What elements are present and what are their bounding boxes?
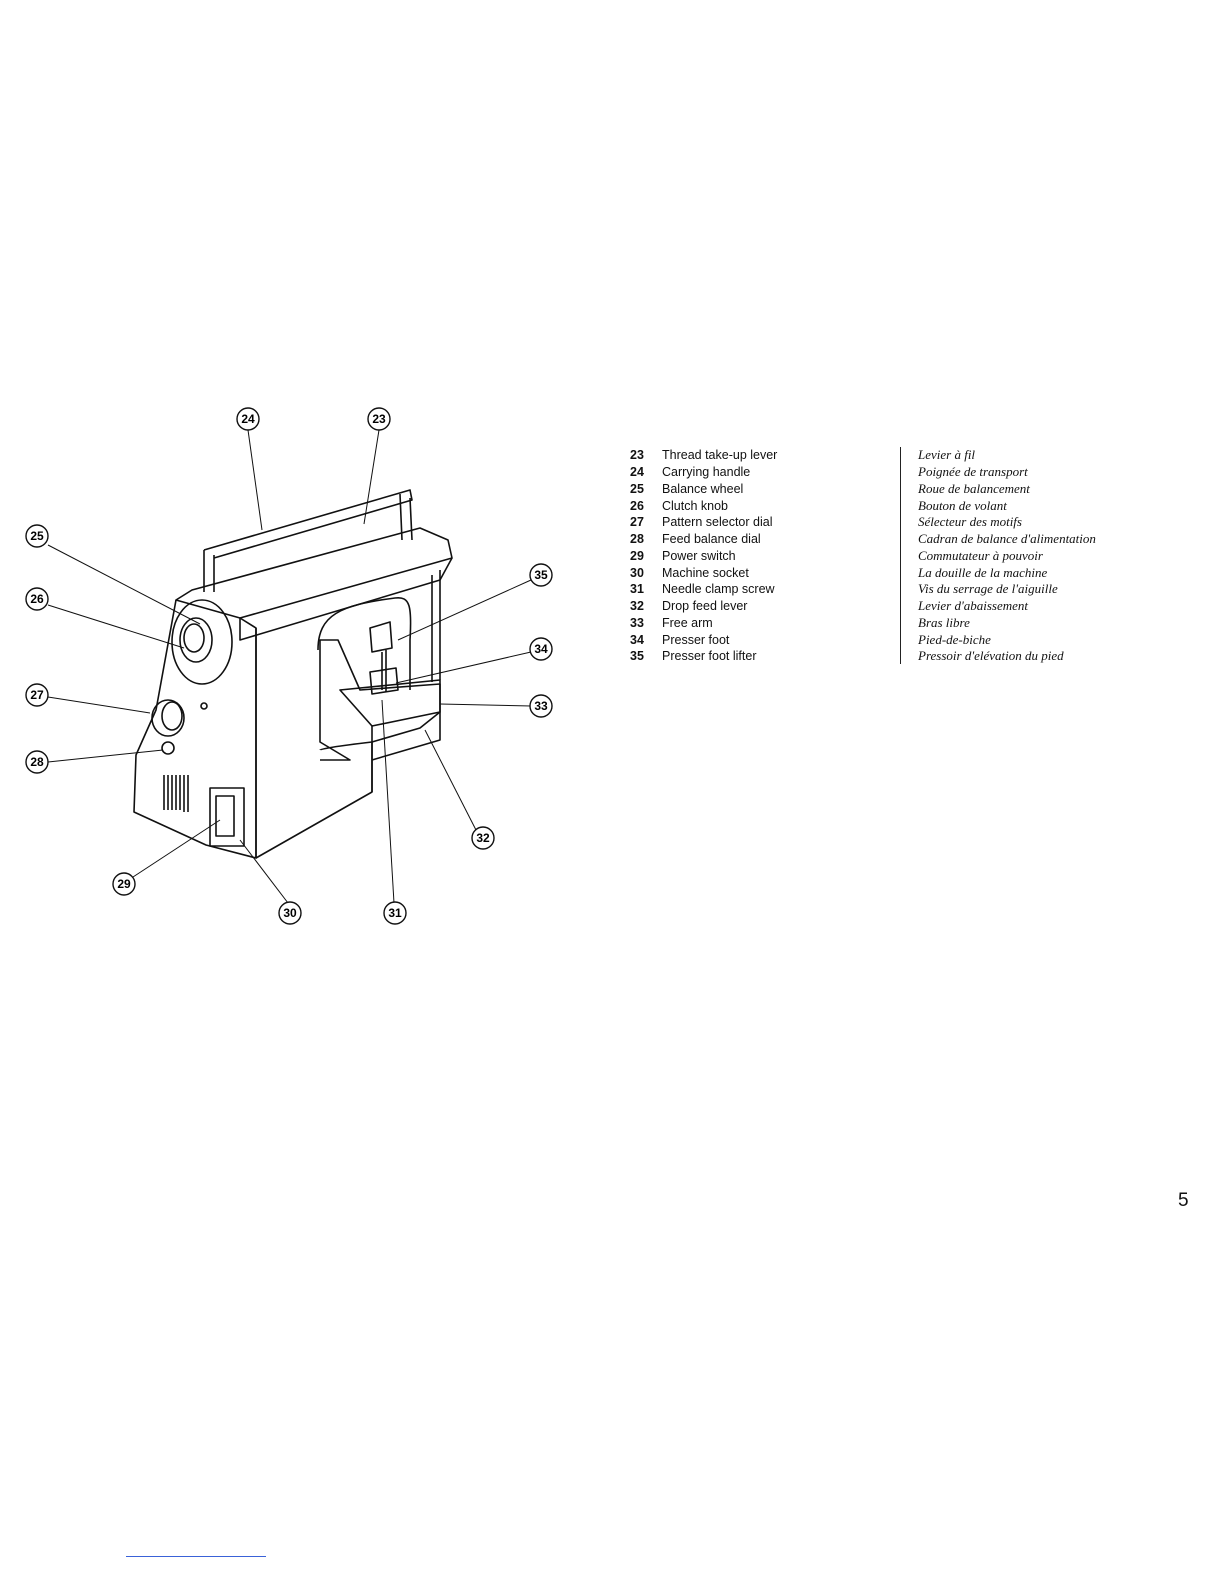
callout-34: 34 xyxy=(529,637,553,661)
pattern-selector-shape xyxy=(151,699,185,737)
carrying-handle-shape xyxy=(203,489,413,592)
part-name-fr: Roue de balancement xyxy=(918,480,1030,496)
legend-english: 23 Thread take-up lever 24 Carrying handle… xyxy=(630,447,870,665)
legend-row: 28 Feed balance dial xyxy=(630,531,870,548)
svg-text:33: 33 xyxy=(534,699,548,713)
part-number: 32 xyxy=(630,599,644,614)
callout-26: 26 xyxy=(25,587,49,611)
part-name-en: Drop feed lever xyxy=(662,599,748,614)
svg-text:26: 26 xyxy=(30,592,44,606)
part-name-fr: Pressoir d'elévation du pied xyxy=(918,648,1064,664)
part-name-en: Machine socket xyxy=(662,565,749,580)
svg-text:27: 27 xyxy=(30,688,44,702)
part-name-fr: Levier d'abaissement xyxy=(918,598,1029,614)
legend-row: 23 Thread take-up lever xyxy=(630,447,870,464)
svg-text:30: 30 xyxy=(283,906,297,920)
sewing-machine-diagram: 24 23 25 26 27 28 29 30 31 32 33 34 35 xyxy=(25,407,553,925)
part-name-en: Thread take-up lever xyxy=(662,448,778,463)
part-name-fr: Vis du serrage de l'aiguille xyxy=(918,581,1058,597)
legend-row: 25 Balance wheel xyxy=(630,481,870,498)
part-number: 27 xyxy=(630,515,644,530)
part-name-en: Needle clamp screw xyxy=(662,582,775,597)
part-number: 23 xyxy=(630,448,644,463)
legend-row: 35 Presser foot lifter xyxy=(630,648,870,665)
part-number: 33 xyxy=(630,615,644,630)
part-name-fr: La douille de la machine xyxy=(918,564,1048,580)
page-number: 5 xyxy=(1178,1190,1189,1211)
part-name-fr: Bouton de volant xyxy=(918,497,1007,513)
part-number: 30 xyxy=(630,565,644,580)
svg-text:34: 34 xyxy=(534,642,548,656)
callout-30: 30 xyxy=(278,901,302,925)
machine-body-shape xyxy=(133,599,257,859)
part-number: 31 xyxy=(630,582,644,597)
part-name-en: Clutch knob xyxy=(662,498,729,513)
legend-row: 26 Clutch knob xyxy=(630,497,870,514)
part-name-fr: Cadran de balance d'alimentation xyxy=(918,531,1096,547)
part-name-en: Presser foot lifter xyxy=(662,649,757,664)
callout-35: 35 xyxy=(529,563,553,587)
svg-text:23: 23 xyxy=(372,412,386,426)
part-number: 35 xyxy=(630,649,644,664)
part-name-fr: Poignée de transport xyxy=(918,464,1028,480)
svg-text:29: 29 xyxy=(117,877,131,891)
part-number: 25 xyxy=(630,481,644,496)
legend-row: 27 Pattern selector dial xyxy=(630,514,870,531)
callout-24: 24 xyxy=(236,407,260,431)
part-name-fr: Levier à fil xyxy=(918,447,976,463)
callout-28: 28 xyxy=(25,750,49,774)
svg-text:25: 25 xyxy=(30,529,44,543)
svg-text:31: 31 xyxy=(388,906,402,920)
footer-link-line xyxy=(126,1556,266,1557)
balance-wheel-shape xyxy=(171,599,233,685)
legend-row: 30 Machine socket xyxy=(630,564,870,581)
part-name-fr: Pied-de-biche xyxy=(918,631,991,647)
callout-25: 25 xyxy=(25,524,49,548)
part-number: 34 xyxy=(630,632,644,647)
callout-31: 31 xyxy=(383,901,407,925)
part-name-fr: Sélecteur des motifs xyxy=(918,514,1022,530)
part-name-en: Power switch xyxy=(662,548,736,563)
legend-french: Levier à fil Poignée de transport Roue d… xyxy=(900,447,1201,664)
legend-row: 31 Needle clamp screw xyxy=(630,581,870,598)
legend-row: 32 Drop feed lever xyxy=(630,598,870,615)
legend-row: 29 Power switch xyxy=(630,548,870,565)
svg-text:32: 32 xyxy=(476,831,490,845)
svg-text:24: 24 xyxy=(241,412,255,426)
machine-socket-shape xyxy=(209,787,245,847)
part-name-en: Feed balance dial xyxy=(662,532,761,547)
part-name-fr: Commutateur à pouvoir xyxy=(918,547,1043,563)
callout-29: 29 xyxy=(112,872,136,896)
legend-row: 24 Carrying handle xyxy=(630,464,870,481)
part-name-en: Carrying handle xyxy=(662,465,751,480)
part-number: 28 xyxy=(630,532,644,547)
callout-27: 27 xyxy=(25,683,49,707)
svg-text:28: 28 xyxy=(30,755,44,769)
part-number: 29 xyxy=(630,548,644,563)
legend-row: 33 Free arm xyxy=(630,615,870,632)
part-name-fr: Bras libre xyxy=(918,614,970,630)
callout-23: 23 xyxy=(367,407,391,431)
feed-balance-shape xyxy=(161,741,175,755)
part-name-en: Free arm xyxy=(662,615,713,630)
legend-row: 34 Presser foot xyxy=(630,631,870,648)
part-name-en: Balance wheel xyxy=(662,481,744,496)
part-name-en: Pattern selector dial xyxy=(662,515,773,530)
part-name-en: Presser foot xyxy=(662,632,730,647)
part-number: 26 xyxy=(630,498,644,513)
callout-33: 33 xyxy=(529,694,553,718)
svg-text:35: 35 xyxy=(534,568,548,582)
callout-32: 32 xyxy=(471,826,495,850)
part-number: 24 xyxy=(630,465,644,480)
